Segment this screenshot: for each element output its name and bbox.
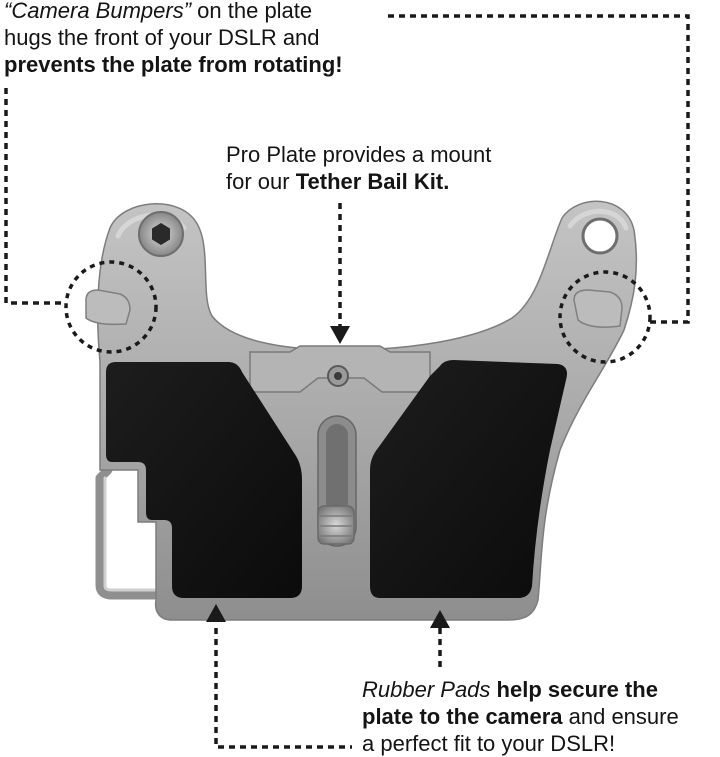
right-camera-bumper (573, 289, 623, 328)
right-pad-arrow-head-icon (430, 610, 450, 628)
tether-arrow-head-icon (330, 326, 350, 344)
left-rubber-pad (106, 362, 302, 598)
right-bumper-dashed-circle-icon (558, 270, 652, 364)
mounting-screw (317, 505, 355, 545)
tether-bail-line1: Pro Plate provides a mount (226, 142, 492, 167)
right-ear-highlight (567, 208, 629, 231)
rubber-pads-callout: Rubber Pads help secure the plate to the… (362, 676, 718, 757)
camera-bumpers-line2: hugs the front of your DSLR and (4, 25, 320, 50)
left-camera-bumper (85, 289, 131, 326)
mount-screw-socket (334, 372, 342, 380)
rubber-pads-line2-rest: and ensure (562, 704, 679, 729)
allen-key-highlight (103, 476, 160, 592)
hex-socket-icon (152, 223, 170, 245)
left-bumper-dashed-circle-icon (64, 260, 158, 354)
rubber-pads-line2-bold: plate to the camera (362, 704, 563, 729)
camera-bumpers-callout: “Camera Bumpers” on the plate hugs the f… (4, 0, 384, 78)
allen-key (95, 465, 165, 600)
left-pad-arrow-head-icon (206, 604, 226, 622)
right-bumper-leader-line (388, 14, 690, 324)
left-bumper-leader-line (4, 88, 66, 305)
tether-bail-callout: Pro Plate provides a mount for our Tethe… (226, 141, 556, 195)
leader-lines (4, 14, 690, 749)
tether-hole (581, 217, 619, 255)
rubber-pads-line3: a perfect fit to your DSLR! (362, 731, 616, 756)
rubber-pads-line1-bold: help secure the (490, 677, 658, 702)
tether-bail-kit-term: Tether Bail Kit. (295, 169, 450, 194)
camera-bumpers-line1-rest: on the plate (191, 0, 313, 23)
tether-bail-line2-prefix: for our (226, 169, 296, 194)
left-pad-leader-line (214, 628, 352, 749)
camera-bumpers-line3: prevents the plate from rotating! (4, 52, 343, 77)
right-rubber-pad (370, 360, 567, 598)
camera-bumpers-term: “Camera Bumpers” (4, 0, 192, 23)
rubber-pads-term: Rubber Pads (362, 677, 491, 702)
